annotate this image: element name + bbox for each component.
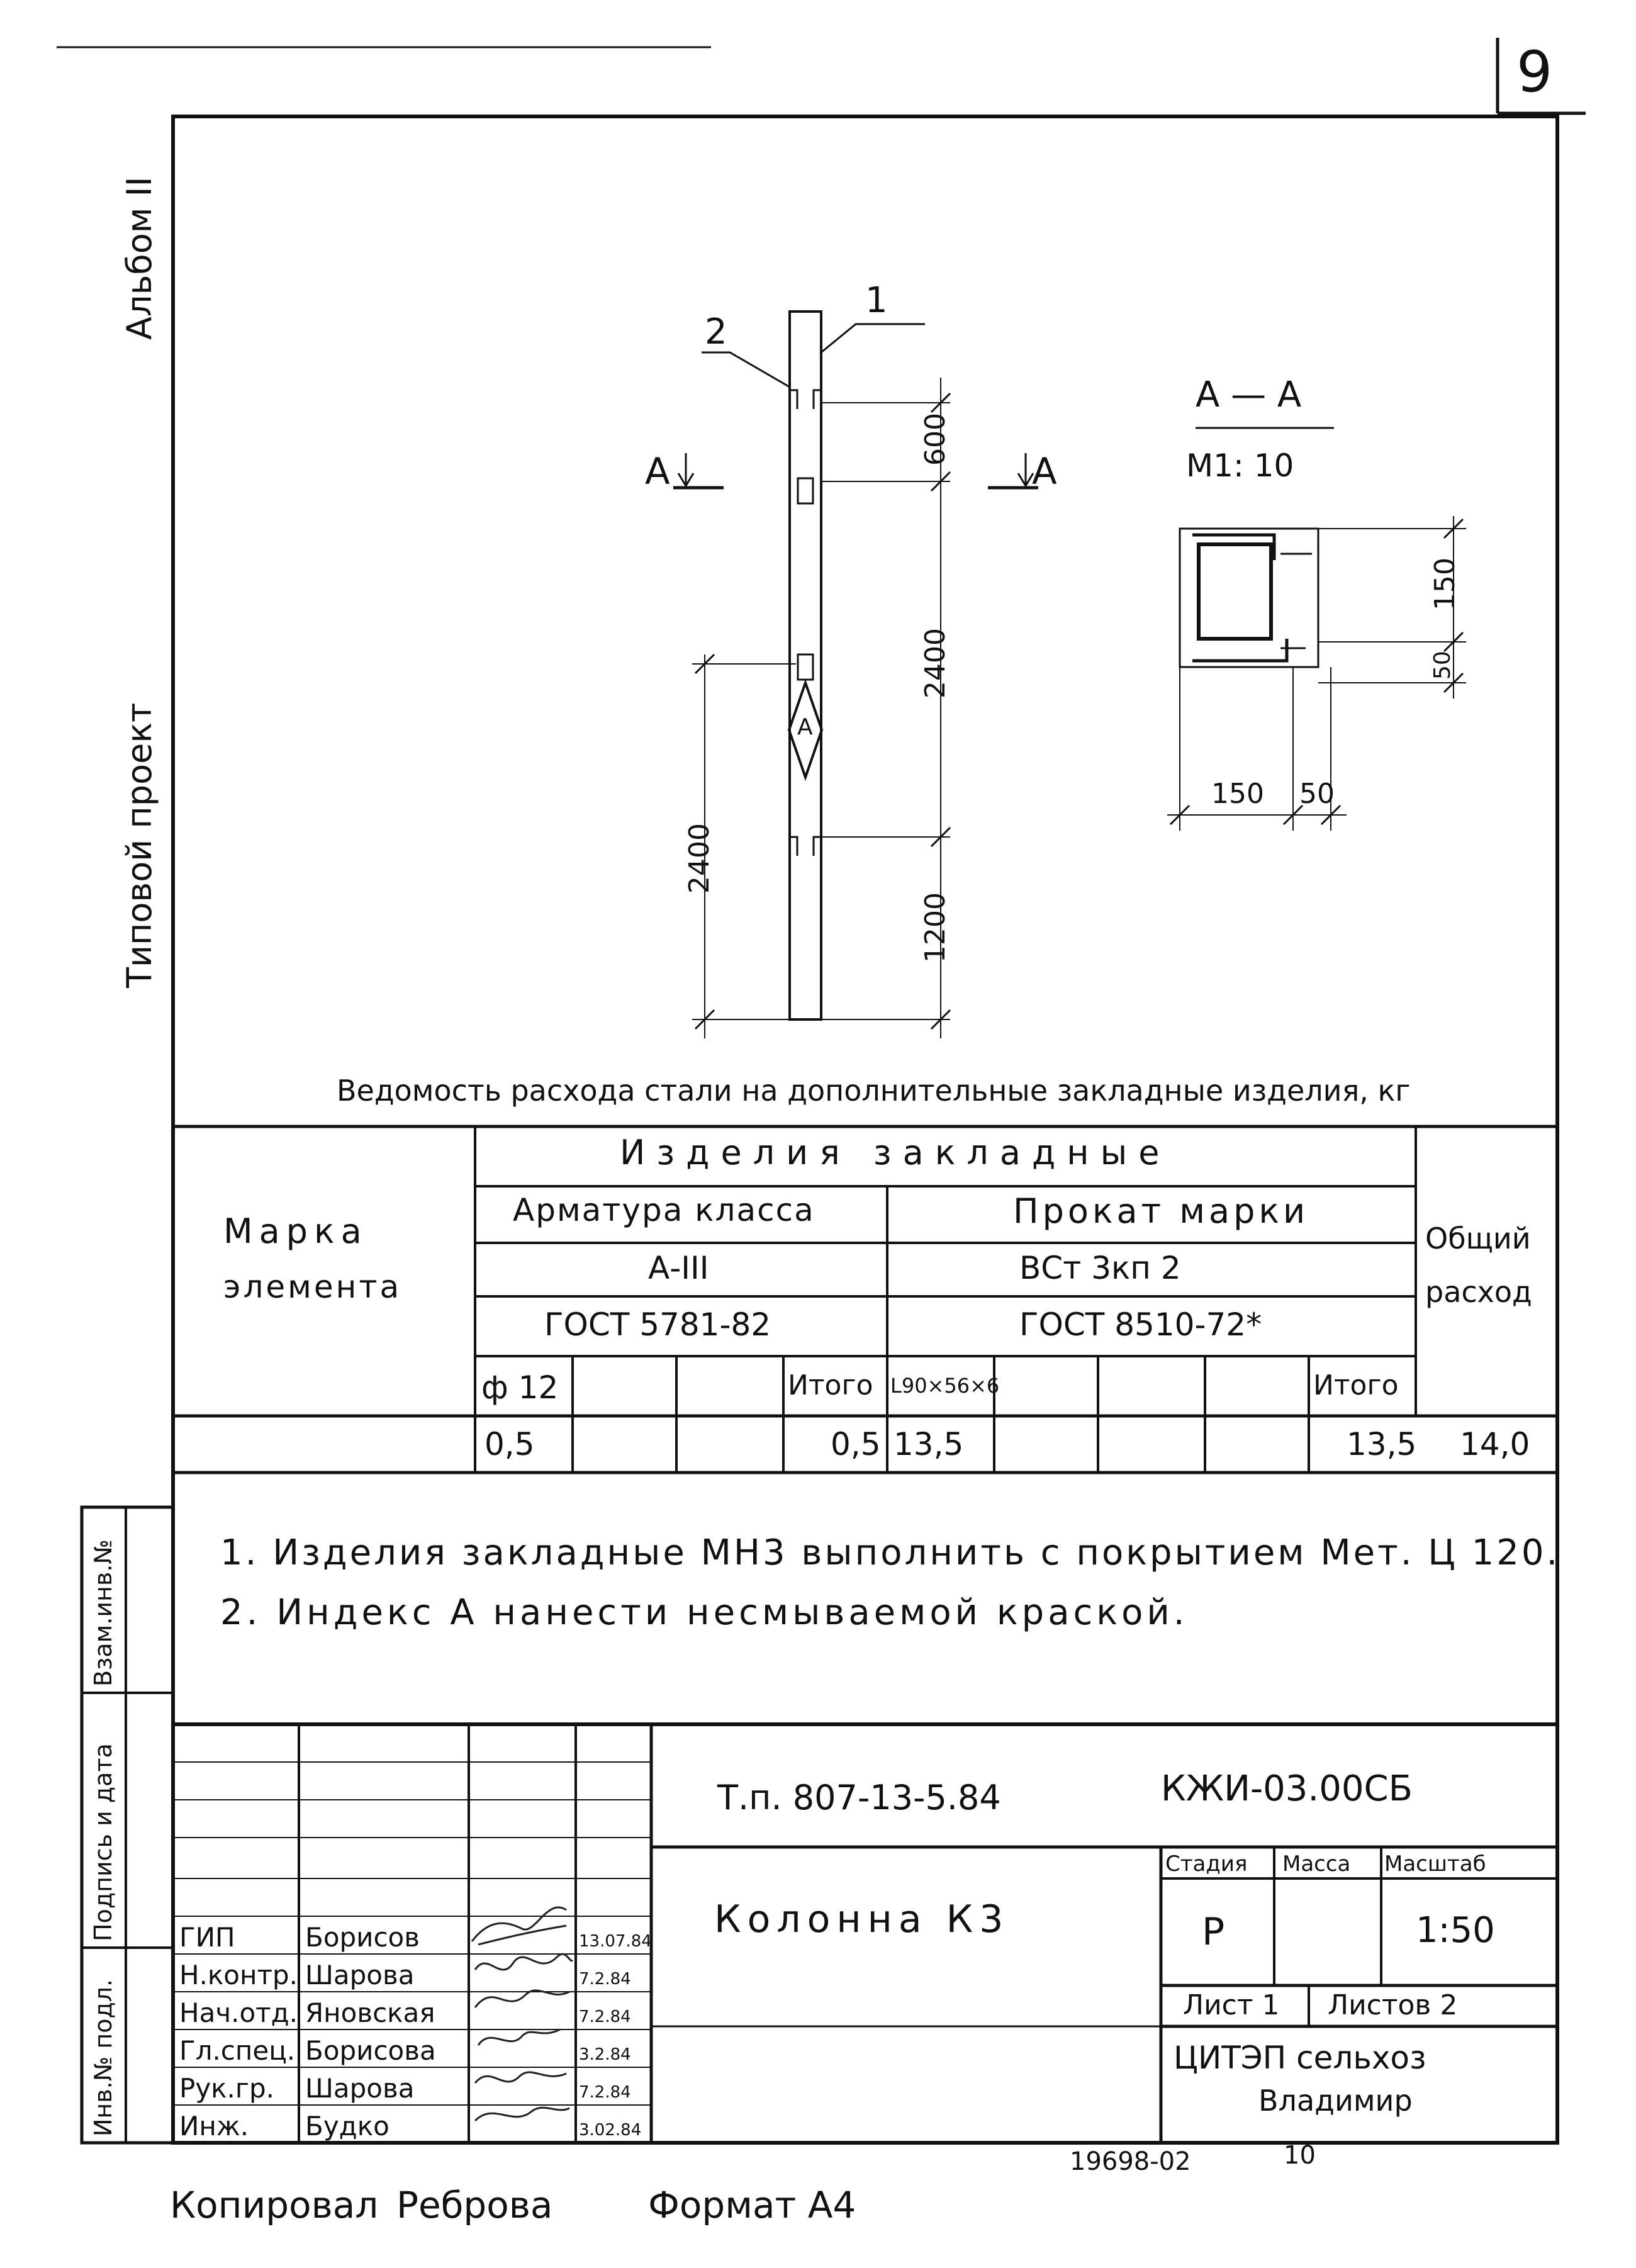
signer-name: Будко <box>305 2111 389 2142</box>
section-dim-50-h: 50 <box>1299 778 1335 810</box>
stage-value: Р <box>1202 1910 1225 1954</box>
leader-1-label: 1 <box>865 280 888 321</box>
signer-date: 7.2.84 <box>579 2083 631 2102</box>
signer-date: 3.2.84 <box>579 2045 631 2064</box>
doc-code: КЖИ-03.00СБ <box>1161 1768 1413 1809</box>
subheader-rolled-total: Итого <box>1313 1369 1399 1401</box>
rebar-class-header: Арматура класса <box>513 1192 815 1228</box>
drawing-name: Колонна К3 <box>714 1897 1010 1941</box>
element-mark-line2: элемента <box>223 1269 402 1305</box>
subheader-rebar-total: Итого <box>788 1369 873 1401</box>
section-dim-150-v: 150 <box>1429 558 1461 610</box>
section-mark-right: А <box>1032 450 1057 493</box>
sheet-number: Лист 1 <box>1183 1989 1280 2021</box>
signer-role: ГИП <box>179 1922 235 1953</box>
rebar-gost: ГОСТ 5781-82 <box>544 1306 771 1343</box>
leader-2-label: 2 <box>705 312 727 352</box>
section-title: А — А <box>1196 374 1302 415</box>
organization-line1: ЦИТЭП сельхоз <box>1174 2040 1426 2076</box>
signer-date: 7.2.84 <box>579 2007 631 2026</box>
element-mark-line1: Марка <box>223 1211 368 1251</box>
signer-role: Н.контр. <box>179 1960 298 1990</box>
scale-label: Масштаб <box>1384 1851 1486 1877</box>
subheader-angle: L90×56×6 <box>890 1374 1000 1398</box>
page-number: 9 <box>1516 39 1553 105</box>
copied-label: Копировал <box>170 2184 379 2226</box>
total-header-line1: Общий <box>1425 1221 1531 1255</box>
stamp-replace-inv: Взам.инв.№ <box>89 1539 117 1687</box>
format-label: Формат А4 <box>648 2184 856 2226</box>
signer-date: 13.07.84 <box>579 1932 652 1951</box>
signer-name: Яновская <box>305 1997 435 2028</box>
copier-name: Реброва <box>396 2184 553 2226</box>
rolled-grade-header: Прокат марки <box>1013 1191 1309 1231</box>
signer-role: Нач.отд. <box>179 1997 298 2028</box>
stamp-original-inv: Инв.№ подл. <box>89 1979 117 2136</box>
signer-role: Гл.спец. <box>179 2035 296 2066</box>
signer-role: Рук.гр. <box>179 2073 274 2104</box>
stage-label: Стадия <box>1165 1851 1248 1877</box>
mass-label: Масса <box>1282 1851 1351 1877</box>
rebar-grade: А-III <box>648 1250 709 1286</box>
album-label: Альбом II <box>120 176 159 340</box>
section-mark-left: А <box>645 450 670 493</box>
row-rolled-total: 13,5 <box>1347 1426 1417 1462</box>
rolled-gost: ГОСТ 8510-72* <box>1019 1306 1262 1343</box>
subheader-rebar-phi12: ф 12 <box>481 1369 559 1406</box>
signer-name: Борисова <box>305 2035 436 2066</box>
organization-line2: Владимир <box>1258 2084 1413 2118</box>
row-rebar-total: 0,5 <box>831 1426 881 1462</box>
row-angle: 13,5 <box>894 1426 964 1462</box>
section-dim-50-v: 50 <box>1430 651 1455 680</box>
section-dim-150-h: 150 <box>1211 778 1264 810</box>
project-code: Т.п. 807-13-5.84 <box>717 1778 1001 1817</box>
signer-role: Инж. <box>179 2111 249 2142</box>
row-total: 14,0 <box>1460 1426 1530 1462</box>
dim-600: 600 <box>919 413 951 466</box>
row-rebar-phi12: 0,5 <box>485 1426 535 1462</box>
note-1: 1. Изделия закладные МН3 выполнить с пок… <box>220 1532 1560 1573</box>
table-caption: Ведомость расхода стали на дополнительны… <box>337 1074 1411 1108</box>
signer-name: Шарова <box>305 1960 415 1990</box>
rolled-steel: ВСт 3кп 2 <box>1019 1250 1181 1286</box>
dim-2400-left: 2400 <box>683 823 715 894</box>
sheets-total: Листов 2 <box>1328 1989 1458 2021</box>
project-type-label: Типовой проект <box>120 702 159 988</box>
sub-number: 10 <box>1284 2141 1316 2170</box>
total-header-line2: расход <box>1425 1275 1532 1309</box>
section-scale: М1: 10 <box>1186 447 1294 484</box>
note-2: 2. Индекс А нанести несмываемой краской. <box>220 1592 1189 1633</box>
scale-value: 1:50 <box>1416 1910 1495 1951</box>
signer-name: Борисов <box>305 1922 420 1953</box>
signer-date: 3.02.84 <box>579 2121 642 2140</box>
signer-date: 7.2.84 <box>579 1970 631 1989</box>
index-mark: А <box>797 714 813 740</box>
stamp-signature-date: Подпись и дата <box>89 1743 117 1941</box>
signer-name: Шарова <box>305 2073 415 2104</box>
embedded-products-header: Изделия закладные <box>620 1133 1171 1172</box>
archive-number: 19698-02 <box>1070 2147 1191 2176</box>
dim-1200: 1200 <box>919 892 951 963</box>
dim-2400-right: 2400 <box>919 628 951 699</box>
